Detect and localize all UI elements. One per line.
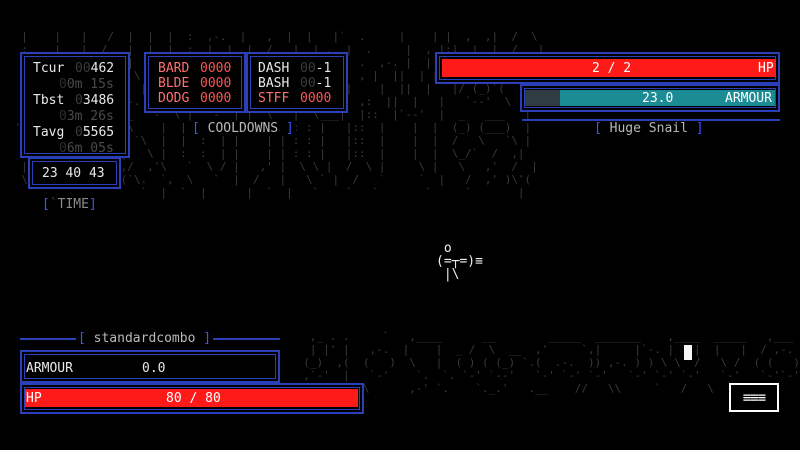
cd-bash-name: BASH	[258, 76, 290, 91]
tbst-value: 03486	[75, 93, 114, 108]
cd-bash-value: 00-1	[300, 76, 331, 91]
enemy-armour-label: ARMOUR	[725, 91, 772, 106]
weapon-bracket-close: ]	[195, 331, 212, 346]
cd-dodg-name: DODG	[158, 91, 190, 106]
ascii-background-lower: ,_ . . ` ,____ __ _____ _______ ,____ __…	[303, 330, 800, 395]
enemy-hp-label: HP	[758, 61, 774, 76]
clock-value: 23 40 43	[42, 166, 105, 181]
tcur-sub: 00m 15s	[59, 77, 114, 92]
tbst-sub-text: 3m 26s	[66, 109, 114, 124]
tavg-label: Tavg	[33, 125, 65, 140]
tavg-sub: 06m 05s	[59, 141, 114, 156]
enemy-bracket-close: ]	[687, 121, 704, 136]
enemy-name: [ Huge Snail ]	[592, 121, 706, 136]
cd-bard-value: 0000	[200, 61, 232, 76]
time-label-text: TIME	[57, 197, 89, 212]
cd-bash-number: -1	[315, 76, 332, 91]
weapon-bracket-open: [	[78, 331, 94, 346]
tcur-label: Tcur	[33, 61, 65, 76]
cd-blde-value: 0000	[200, 76, 232, 91]
player-armour-label: ARMOUR	[26, 361, 73, 376]
tavg-sub-dim: 0	[59, 141, 67, 156]
player-hp-label: HP	[26, 391, 42, 406]
enemy-hp-text: 2 / 2	[592, 61, 632, 76]
tbst-dim: 0	[75, 93, 83, 108]
weapon-name: [ standardcombo ]	[76, 331, 214, 346]
enemy-armour-bar	[560, 90, 775, 106]
player-hp-bar	[25, 389, 358, 407]
cd-bard-name: BARD	[158, 61, 190, 76]
stats-panel	[20, 52, 130, 158]
tavg-sub-text: 6m 05s	[66, 141, 114, 156]
player-armour-value: 0.0	[142, 361, 166, 376]
cd-stff-value: 0000	[300, 91, 332, 106]
tavg-number: 5565	[82, 125, 115, 140]
time-label: [`TIME]	[42, 197, 97, 212]
enemy-armour-value: 23.0	[642, 91, 674, 106]
tcur-dim: 00	[75, 61, 91, 76]
menu-icon: ≡≡≡	[742, 389, 766, 406]
enemy-name-line	[522, 119, 780, 121]
cooldowns-bracket-close: ]	[278, 121, 294, 136]
tcur-value: 00462	[75, 61, 114, 76]
cd-dash-name: DASH	[258, 61, 290, 76]
cooldowns-title: [ COOLDOWNS ]	[190, 121, 296, 136]
menu-button[interactable]: ≡≡≡	[729, 383, 779, 412]
cd-dash-value: 00-1	[300, 61, 331, 76]
cooldowns-right-panel	[246, 52, 348, 113]
tbst-number: 3486	[82, 93, 115, 108]
player-character: o (=┬=)≡ |\	[436, 241, 483, 282]
cooldowns-left-panel	[144, 52, 246, 113]
cd-dash-dim: 00	[300, 61, 316, 76]
clock-panel	[28, 157, 121, 189]
tbst-sub-dim: 0	[59, 109, 67, 124]
enemy-hp-bar	[442, 59, 776, 77]
player-hp-text: 80 / 80	[166, 391, 221, 406]
cd-dodg-value: 0000	[200, 91, 232, 106]
cd-stff-name: STFF	[258, 91, 290, 106]
cooldowns-bracket-open: [	[192, 121, 208, 136]
tcur-sub-text: 0m 15s	[66, 77, 114, 92]
tbst-sub: 03m 26s	[59, 109, 114, 124]
tcur-number: 462	[90, 61, 115, 76]
player-armour-panel	[20, 350, 280, 383]
tbst-label: Tbst	[33, 93, 65, 108]
cd-blde-name: BLDE	[158, 76, 190, 91]
tcur-sub-dim: 0	[59, 77, 67, 92]
weapon-name-text: standardcombo	[93, 331, 196, 346]
cd-bash-dim: 00	[300, 76, 316, 91]
time-bracket-open: [	[42, 197, 50, 212]
enemy-name-text: Huge Snail	[609, 121, 688, 136]
cd-dash-number: -1	[315, 61, 332, 76]
time-bracket-close: ]	[88, 197, 97, 212]
cursor-block	[684, 345, 692, 360]
cooldowns-title-text: COOLDOWNS	[207, 121, 279, 136]
tavg-dim: 0	[75, 125, 83, 140]
enemy-bracket-open: [	[594, 121, 610, 136]
tavg-value: 05565	[75, 125, 114, 140]
